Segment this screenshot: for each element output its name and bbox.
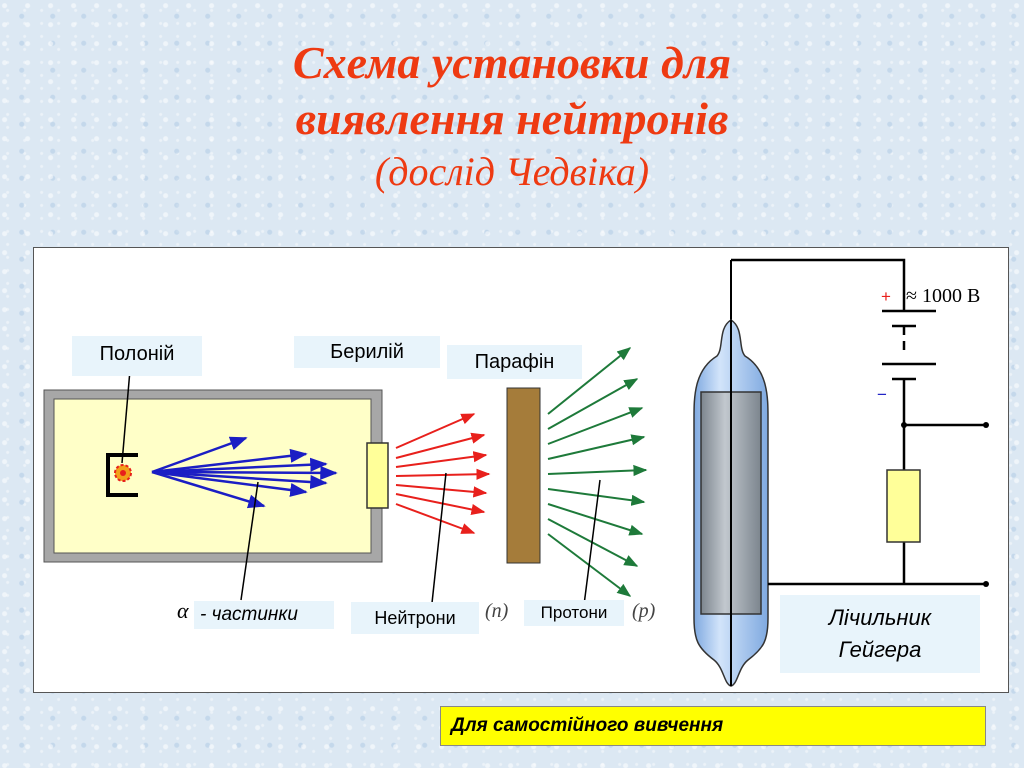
diagram-panel: + − ≈ 1000 В α (n) (p) Полоній Берилій П… (33, 247, 1009, 693)
title-line-1: Схема установки для (292, 37, 732, 88)
title-subtitle: (дослід Чедвіка) (374, 149, 650, 194)
neutron-rays (395, 413, 491, 534)
beryllium-target (366, 442, 389, 509)
proton-pointer (583, 479, 601, 606)
geiger-counter-label-line-2: Гейгера (838, 637, 922, 662)
load-resistor (886, 469, 921, 543)
alpha-symbol: α (177, 598, 189, 623)
neutrons-label: Нейтрони (351, 602, 479, 634)
title-line-2: виявлення нейтронів (295, 93, 729, 144)
paraffin-block (506, 387, 541, 564)
self-study-note: Для самостійного вивчення (440, 706, 986, 746)
beryllium-label: Берилій (294, 336, 440, 368)
slide-title: Схема установки для виявлення нейтронів … (0, 35, 1024, 197)
circuit-wiring (731, 258, 984, 586)
geiger-counter-tube (693, 260, 769, 687)
voltage-label: ≈ 1000 В (906, 285, 980, 307)
alpha-rays (151, 436, 338, 509)
battery-minus-label: − (877, 385, 887, 404)
chadwick-setup-diagram: + − ≈ 1000 В α (n) (p) (43, 258, 989, 687)
protons-label: Протони (524, 600, 624, 626)
alpha-pointer (240, 481, 259, 601)
proton-rays (547, 347, 648, 597)
proton-symbol: (p) (632, 600, 656, 622)
paraffin-label: Парафін (447, 345, 582, 379)
geiger-counter-label: Лічильник Гейгера (780, 595, 980, 673)
polonium-pointer (121, 369, 131, 464)
neutron-pointer (431, 472, 447, 604)
alpha-particles-label: - частинки (194, 601, 334, 629)
battery-plus-label: + (881, 287, 891, 306)
geiger-counter-label-line-1: Лічильник (828, 605, 932, 630)
neutron-symbol: (n) (485, 600, 509, 622)
polonium-label: Полоній (72, 336, 202, 376)
